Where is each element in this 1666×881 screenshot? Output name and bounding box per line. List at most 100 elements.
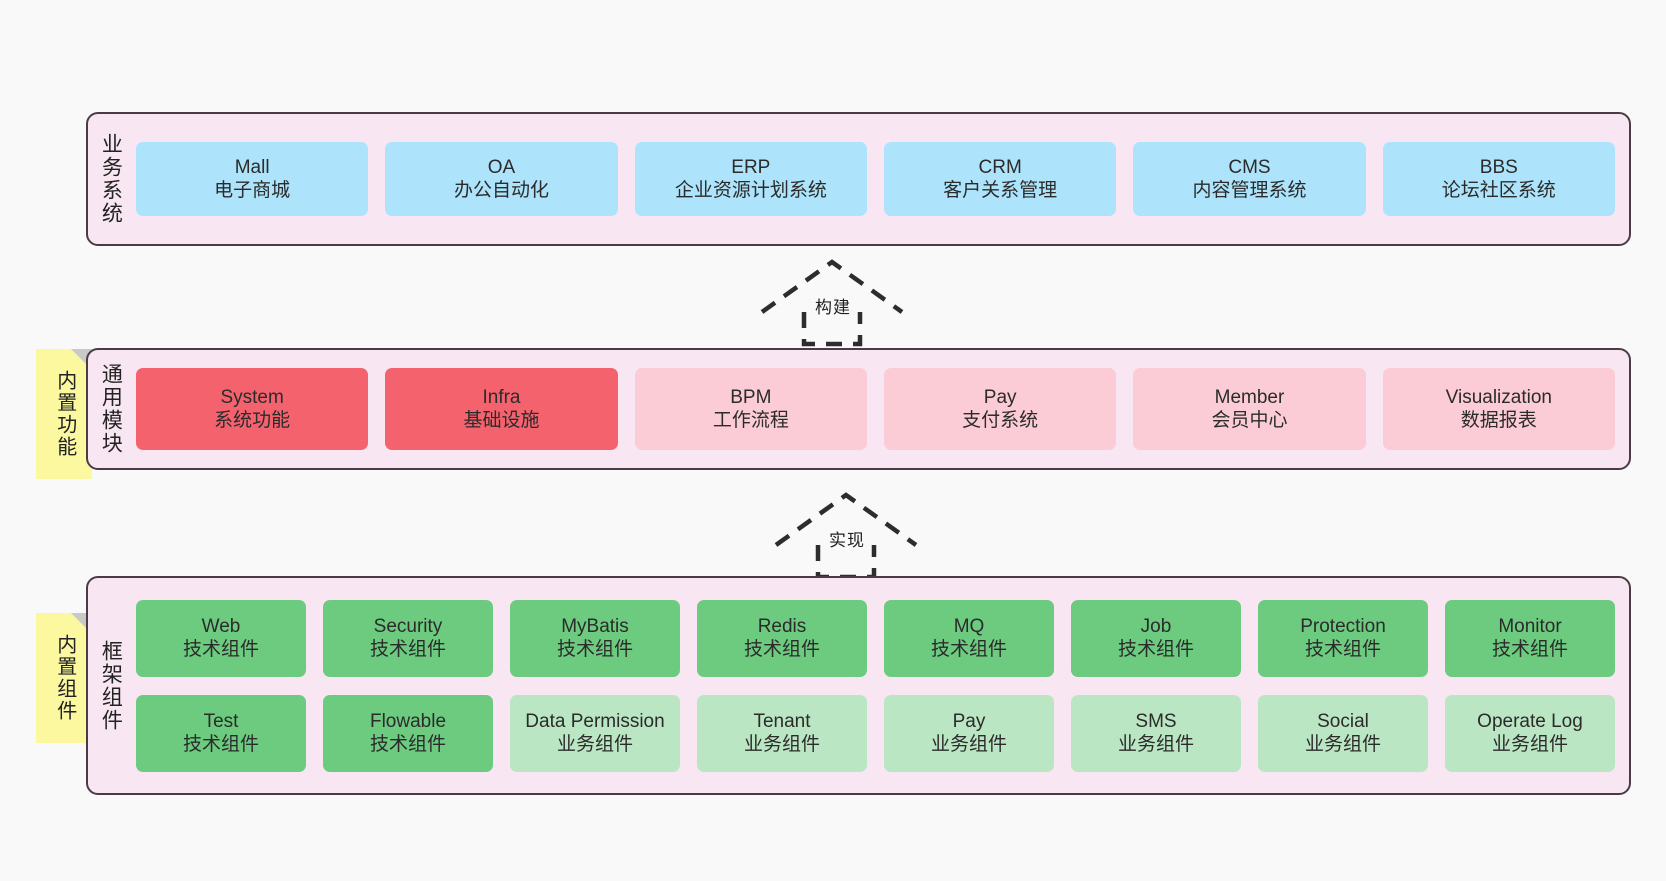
node-row: Test 技术组件 Flowable 技术组件 Data Permission …: [136, 694, 1615, 772]
node-protection[interactable]: Protection 技术组件: [1258, 599, 1428, 677]
node-row: Mall 电子商城 OA 办公自动化 ERP 企业资源计划系统 CRM 客户关系…: [136, 142, 1615, 216]
node-subtitle: 电子商城: [214, 180, 291, 201]
layer-panel-common: 通用模块 System 系统功能 Infra 基础设施 BPM 工作流程 Pay…: [86, 348, 1631, 470]
node-subtitle: 业务组件: [743, 734, 820, 755]
node-subtitle: 技术组件: [182, 734, 259, 755]
layer-body-framework: Web 技术组件 Security 技术组件 MyBatis 技术组件 Redi…: [132, 578, 1629, 793]
connector-label-implement: 实现: [829, 531, 865, 550]
layer-label-business: 业务系统: [99, 133, 123, 225]
node-flowable[interactable]: Flowable 技术组件: [323, 694, 493, 772]
node-redis[interactable]: Redis 技术组件: [697, 599, 867, 677]
node-title: ERP: [731, 156, 771, 178]
node-subtitle: 客户关系管理: [943, 180, 1058, 201]
node-subtitle: 技术组件: [930, 639, 1007, 660]
node-title: Monitor: [1498, 615, 1562, 637]
node-subtitle: 系统功能: [214, 410, 291, 431]
node-data-permission[interactable]: Data Permission 业务组件: [510, 694, 680, 772]
node-erp[interactable]: ERP 企业资源计划系统: [634, 142, 867, 216]
sticky-note-text: 内置组件: [53, 634, 76, 722]
node-sms[interactable]: SMS 业务组件: [1071, 694, 1241, 772]
node-title: BBS: [1479, 156, 1518, 178]
node-subtitle: 基础设施: [463, 410, 540, 431]
connector-label-build: 构建: [815, 298, 851, 317]
layer-panel-framework: 框架组件 Web 技术组件 Security 技术组件 MyBatis 技术组件…: [86, 576, 1631, 795]
node-web[interactable]: Web 技术组件: [136, 599, 306, 677]
node-security[interactable]: Security 技术组件: [323, 599, 493, 677]
node-pay[interactable]: Pay 支付系统: [883, 368, 1117, 450]
node-mq[interactable]: MQ 技术组件: [884, 599, 1054, 677]
node-visualization[interactable]: Visualization 数据报表: [1382, 368, 1615, 450]
node-subtitle: 业务组件: [1304, 734, 1381, 755]
node-title: Web: [201, 615, 241, 637]
node-subtitle: 技术组件: [556, 639, 633, 660]
node-title: Member: [1214, 386, 1285, 408]
node-subtitle: 技术组件: [369, 639, 446, 660]
node-social[interactable]: Social 业务组件: [1258, 694, 1428, 772]
node-title: Social: [1317, 710, 1369, 732]
node-title: Data Permission: [525, 710, 665, 732]
node-subtitle: 技术组件: [182, 639, 259, 660]
node-title: OA: [487, 156, 516, 178]
node-subtitle: 工作流程: [712, 410, 789, 431]
node-subtitle: 技术组件: [1304, 639, 1381, 660]
node-pay-component[interactable]: Pay 业务组件: [884, 694, 1054, 772]
node-title: Mall: [234, 156, 270, 178]
node-subtitle: 论坛社区系统: [1441, 180, 1556, 201]
node-monitor[interactable]: Monitor 技术组件: [1445, 599, 1615, 677]
node-subtitle: 数据报表: [1460, 410, 1537, 431]
node-subtitle: 内容管理系统: [1192, 180, 1307, 201]
node-title: CMS: [1228, 156, 1271, 178]
sticky-note-builtin-features: 内置功能: [36, 349, 92, 479]
node-row: Web 技术组件 Security 技术组件 MyBatis 技术组件 Redi…: [136, 599, 1615, 677]
node-title: SMS: [1135, 710, 1177, 732]
node-title: Protection: [1300, 615, 1386, 637]
node-subtitle: 技术组件: [1117, 639, 1194, 660]
node-subtitle: 业务组件: [1117, 734, 1194, 755]
node-subtitle: 会员中心: [1211, 410, 1288, 431]
layer-panel-business: 业务系统 Mall 电子商城 OA 办公自动化 ERP 企业资源计划系统 CRM…: [86, 112, 1631, 246]
layer-body-common: System 系统功能 Infra 基础设施 BPM 工作流程 Pay 支付系统…: [132, 350, 1629, 468]
node-bbs[interactable]: BBS 论坛社区系统: [1382, 142, 1615, 216]
node-title: Tenant: [753, 710, 811, 732]
node-subtitle: 技术组件: [369, 734, 446, 755]
node-operate-log[interactable]: Operate Log 业务组件: [1445, 694, 1615, 772]
node-subtitle: 办公自动化: [453, 180, 549, 201]
connector-implement: 实现: [766, 489, 926, 581]
node-title: Infra: [482, 386, 521, 408]
node-subtitle: 业务组件: [556, 734, 633, 755]
node-member[interactable]: Member 会员中心: [1133, 368, 1366, 450]
node-test[interactable]: Test 技术组件: [136, 694, 306, 772]
node-mybatis[interactable]: MyBatis 技术组件: [510, 599, 680, 677]
node-cms[interactable]: CMS 内容管理系统: [1133, 142, 1366, 216]
node-row: System 系统功能 Infra 基础设施 BPM 工作流程 Pay 支付系统…: [136, 368, 1615, 450]
node-tenant[interactable]: Tenant 业务组件: [697, 694, 867, 772]
node-title: Security: [373, 615, 443, 637]
node-subtitle: 支付系统: [962, 410, 1039, 431]
node-title: MyBatis: [561, 615, 629, 637]
node-subtitle: 技术组件: [743, 639, 820, 660]
node-title: Test: [203, 710, 239, 732]
node-title: Pay: [952, 710, 986, 732]
node-title: CRM: [978, 156, 1022, 178]
node-subtitle: 业务组件: [1491, 734, 1568, 755]
sticky-note-text: 内置功能: [53, 370, 76, 458]
node-infra[interactable]: Infra 基础设施: [385, 368, 618, 450]
layer-label-common: 通用模块: [99, 363, 123, 455]
node-oa[interactable]: OA 办公自动化: [385, 142, 618, 216]
node-subtitle: 业务组件: [930, 734, 1007, 755]
node-title: Pay: [983, 386, 1017, 408]
sticky-note-builtin-components: 内置组件: [36, 613, 92, 743]
node-title: Job: [1140, 615, 1172, 637]
node-bpm[interactable]: BPM 工作流程: [634, 368, 867, 450]
layer-label-framework: 框架组件: [99, 639, 123, 732]
node-crm[interactable]: CRM 客户关系管理: [883, 142, 1117, 216]
node-subtitle: 技术组件: [1491, 639, 1568, 660]
node-title: Flowable: [369, 710, 447, 732]
node-system[interactable]: System 系统功能: [136, 368, 369, 450]
node-title: MQ: [953, 615, 985, 637]
layer-body-business: Mall 电子商城 OA 办公自动化 ERP 企业资源计划系统 CRM 客户关系…: [132, 114, 1629, 244]
node-mall[interactable]: Mall 电子商城: [136, 142, 369, 216]
connector-build: 构建: [752, 256, 912, 348]
node-job[interactable]: Job 技术组件: [1071, 599, 1241, 677]
